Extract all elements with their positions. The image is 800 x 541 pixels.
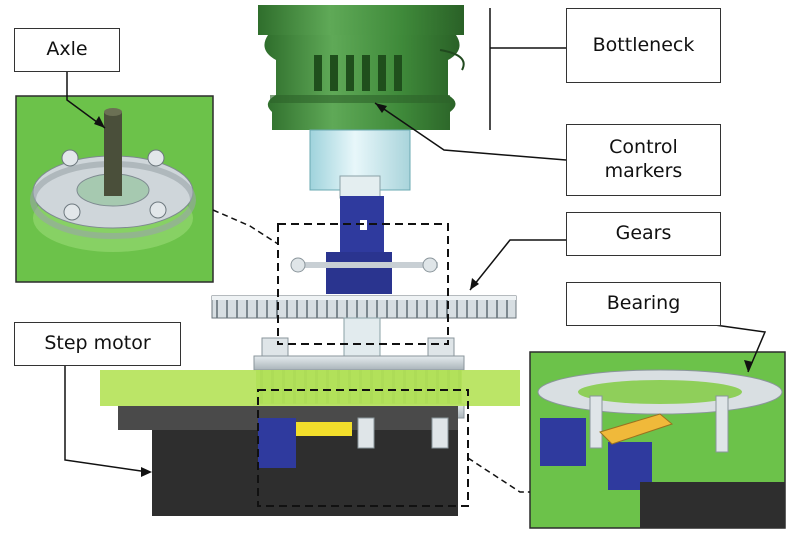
bearing-inset <box>529 351 786 529</box>
shaft-top <box>339 175 381 199</box>
axle-label: Axle <box>14 28 120 72</box>
bearing-label: Bearing <box>566 282 721 326</box>
gears-label: Gears <box>566 212 721 256</box>
bottleneck-part <box>258 5 465 130</box>
leader-lines <box>64 8 767 493</box>
step-motor-block <box>118 406 458 516</box>
leader-arrowheads <box>94 103 753 477</box>
axle-leader <box>66 72 106 129</box>
bearing-inset-connector <box>467 457 530 493</box>
green-platform <box>100 370 520 406</box>
bottleneck-label: Bottleneck <box>566 8 721 83</box>
main-assembly <box>100 5 520 516</box>
gear-highlight-box <box>277 223 449 345</box>
step-motor-label: Step motor <box>14 322 181 366</box>
control-markers-leader <box>374 102 567 161</box>
blue-bracket <box>290 196 438 294</box>
control-marker-slots <box>314 55 402 91</box>
control-markers-label: Control markers <box>566 124 721 196</box>
bearing-leader <box>714 324 767 373</box>
axle-rod <box>104 112 122 196</box>
axle-inset-connector <box>212 209 279 245</box>
bearing-highlight-box <box>257 389 469 507</box>
axle-inset <box>15 95 214 283</box>
step-motor-leader <box>64 365 149 473</box>
gears-leader <box>469 239 566 291</box>
lower-shaft <box>343 317 381 357</box>
gear-wheel <box>211 295 517 319</box>
